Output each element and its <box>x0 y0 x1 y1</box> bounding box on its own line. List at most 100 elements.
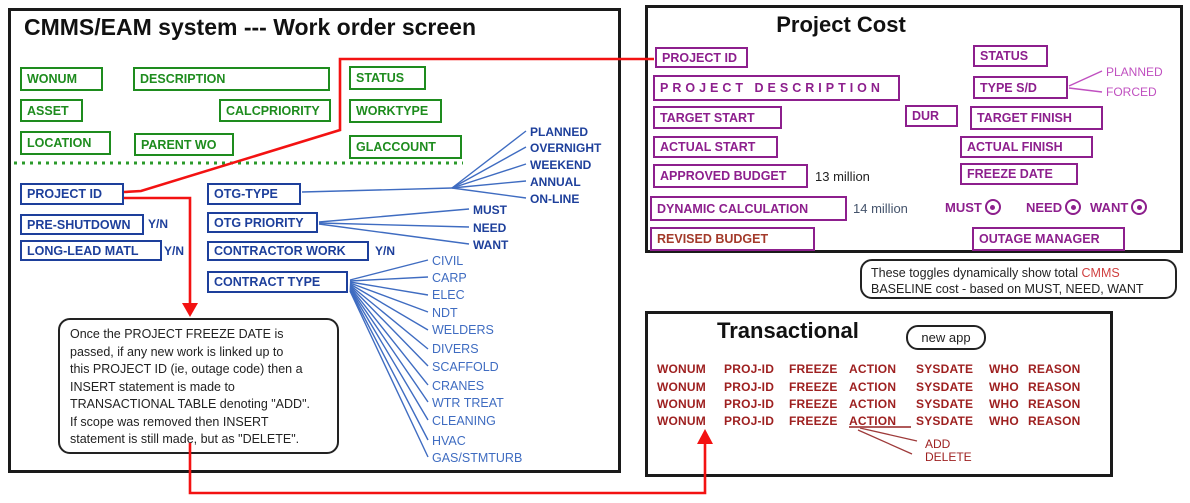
field-calcpriority: CALCPRIORITY <box>219 99 331 122</box>
note-line: this PROJECT ID (ie, outage code) then a <box>70 362 303 376</box>
col-action: ACTION <box>849 380 897 394</box>
field-worktype: WORKTYPE <box>349 99 442 123</box>
col-wonum: WONUM <box>657 362 706 376</box>
cost-field-status: STATUS <box>973 45 1048 67</box>
contract-type-option-scaffold: SCAFFOLD <box>432 360 499 374</box>
col-sysdate: SYSDATE <box>916 362 974 376</box>
toggles-note: These toggles dynamically show total CMM… <box>860 259 1177 299</box>
col-sysdate: SYSDATE <box>916 380 974 394</box>
col-proj-id: PROJ-ID <box>724 380 775 394</box>
otg-priority-option-want: WANT <box>473 238 509 252</box>
contract-type-option-cranes: CRANES <box>432 379 485 393</box>
col-action: ACTION <box>849 397 897 411</box>
cost-field-dynamic-calculation: DYNAMIC CALCULATION <box>650 196 847 221</box>
col-freeze: FREEZE <box>789 414 838 428</box>
transactional-panel: Transactional new app WONUM PROJ-ID FREE… <box>645 311 1113 477</box>
col-action: ACTION <box>849 414 897 428</box>
field-description: DESCRIPTION <box>133 67 330 91</box>
toggle-need-label: NEED <box>1026 199 1063 215</box>
field-long-lead-matl: LONG-LEAD MATL <box>20 240 162 261</box>
cost-field-project-description: PROJECT DESCRIPTION <box>653 75 900 101</box>
col-proj-id: PROJ-ID <box>724 414 775 428</box>
note-line: INSERT statement is made to <box>70 379 235 394</box>
contract-type-option-cleaning: CLEANING <box>432 414 496 428</box>
otg-type-option-weekend: WEEKEND <box>530 158 592 172</box>
type-sd-option-forced: FORCED <box>1106 85 1157 99</box>
col-freeze: FREEZE <box>789 380 838 394</box>
cost-field-target-start: TARGET START <box>653 106 782 129</box>
contract-type-option-hvac: HVAC <box>432 434 466 448</box>
col-freeze: FREEZE <box>789 362 838 376</box>
cost-field-target-finish: TARGET FINISH <box>970 106 1103 130</box>
cost-field-actual-finish: ACTUAL FINISH <box>960 136 1093 158</box>
cost-field-outage-manager: OUTAGE MANAGER <box>972 227 1125 251</box>
cost-field-revised-budget: REVISED BUDGET <box>650 227 815 251</box>
col-who: WHO <box>989 414 1019 428</box>
col-wonum: WONUM <box>657 397 706 411</box>
approved-budget-value: 13 million <box>815 169 870 184</box>
cost-field-actual-start: ACTUAL START <box>653 136 778 158</box>
otg-priority-option-must: MUST <box>473 203 507 217</box>
project-cost-panel: Project Cost PROJECT ID STATUS PROJECT D… <box>645 5 1183 253</box>
field-contract-type: CONTRACT TYPE <box>207 271 348 293</box>
contract-type-option-gas-stmturb: GAS/STMTURB <box>432 451 523 465</box>
transactional-title: Transactional <box>717 318 859 343</box>
contract-type-option-carp: CARP <box>432 271 467 285</box>
action-option-delete: DELETE <box>925 450 972 464</box>
col-who: WHO <box>989 380 1019 394</box>
otg-type-option-planned: PLANNED <box>530 125 589 139</box>
radio-icon <box>984 199 1001 215</box>
toggle-want: WANT <box>1090 199 1148 215</box>
freeze-date-note: Once the PROJECT FREEZE DATE is passed, … <box>58 318 339 454</box>
toggle-must: MUST <box>945 199 1001 215</box>
toggle-need: NEED <box>1026 199 1082 215</box>
action-option-add: ADD <box>925 437 951 451</box>
col-reason: REASON <box>1028 397 1081 411</box>
contract-type-option-ndt: NDT <box>432 306 458 320</box>
field-otg-priority: OTG PRIORITY <box>207 212 318 233</box>
workorder-panel-title: CMMS/EAM system --- Work order screen <box>24 14 477 40</box>
otg-type-option-overnight: OVERNIGHT <box>530 141 602 155</box>
toggles-note-line1: These toggles dynamically show total CMM… <box>871 266 1120 280</box>
contract-type-option-elec: ELEC <box>432 288 465 302</box>
col-reason: REASON <box>1028 380 1081 394</box>
workorder-panel: CMMS/EAM system --- Work order screen WO… <box>8 8 621 473</box>
note-line: Once the PROJECT FREEZE DATE is <box>70 327 284 341</box>
col-sysdate: SYSDATE <box>916 414 974 428</box>
field-project-id: PROJECT ID <box>20 183 124 205</box>
toggle-want-label: WANT <box>1090 199 1129 215</box>
contract-type-option-divers: DIVERS <box>432 342 479 356</box>
otg-type-option-annual: ANNUAL <box>530 175 581 189</box>
toggles-note-line2: BASELINE cost - based on MUST, NEED, WAN… <box>871 282 1144 296</box>
field-parent-wo: PARENT WO <box>134 133 234 156</box>
col-sysdate: SYSDATE <box>916 397 974 411</box>
project-cost-title: Project Cost <box>776 12 906 37</box>
field-status: STATUS <box>349 66 426 90</box>
col-wonum: WONUM <box>657 414 706 428</box>
col-wonum: WONUM <box>657 380 706 394</box>
otg-type-option-on-line: ON-LINE <box>530 192 580 206</box>
dynamic-calculation-value: 14 million <box>853 201 908 216</box>
cost-field-approved-budget: APPROVED BUDGET <box>653 164 808 188</box>
col-reason: REASON <box>1028 414 1081 428</box>
contractor-work-yn-label: Y/N <box>375 244 396 258</box>
contract-type-option-wtr-treat: WTR TREAT <box>432 396 504 410</box>
radio-icon <box>1131 199 1148 215</box>
col-who: WHO <box>989 397 1019 411</box>
field-pre-shutdown: PRE-SHUTDOWN <box>20 214 144 235</box>
toggle-must-label: MUST <box>945 199 982 215</box>
field-wonum: WONUM <box>20 67 103 91</box>
col-proj-id: PROJ-ID <box>724 362 775 376</box>
col-who: WHO <box>989 362 1019 376</box>
col-reason: REASON <box>1028 362 1081 376</box>
note-line: If scope was removed then INSERT <box>70 414 269 429</box>
field-asset: ASSET <box>20 99 83 122</box>
field-location: LOCATION <box>20 131 111 155</box>
cost-field-freeze-date: FREEZE DATE <box>960 163 1078 185</box>
cost-field-type-sd: TYPE S/D <box>973 76 1068 99</box>
note-line: statement is still made, but as "DELETE"… <box>70 432 300 446</box>
field-contractor-work: CONTRACTOR WORK <box>207 241 369 261</box>
type-sd-option-planned: PLANNED <box>1106 65 1163 79</box>
cmms-highlight: CMMS <box>1081 266 1120 280</box>
